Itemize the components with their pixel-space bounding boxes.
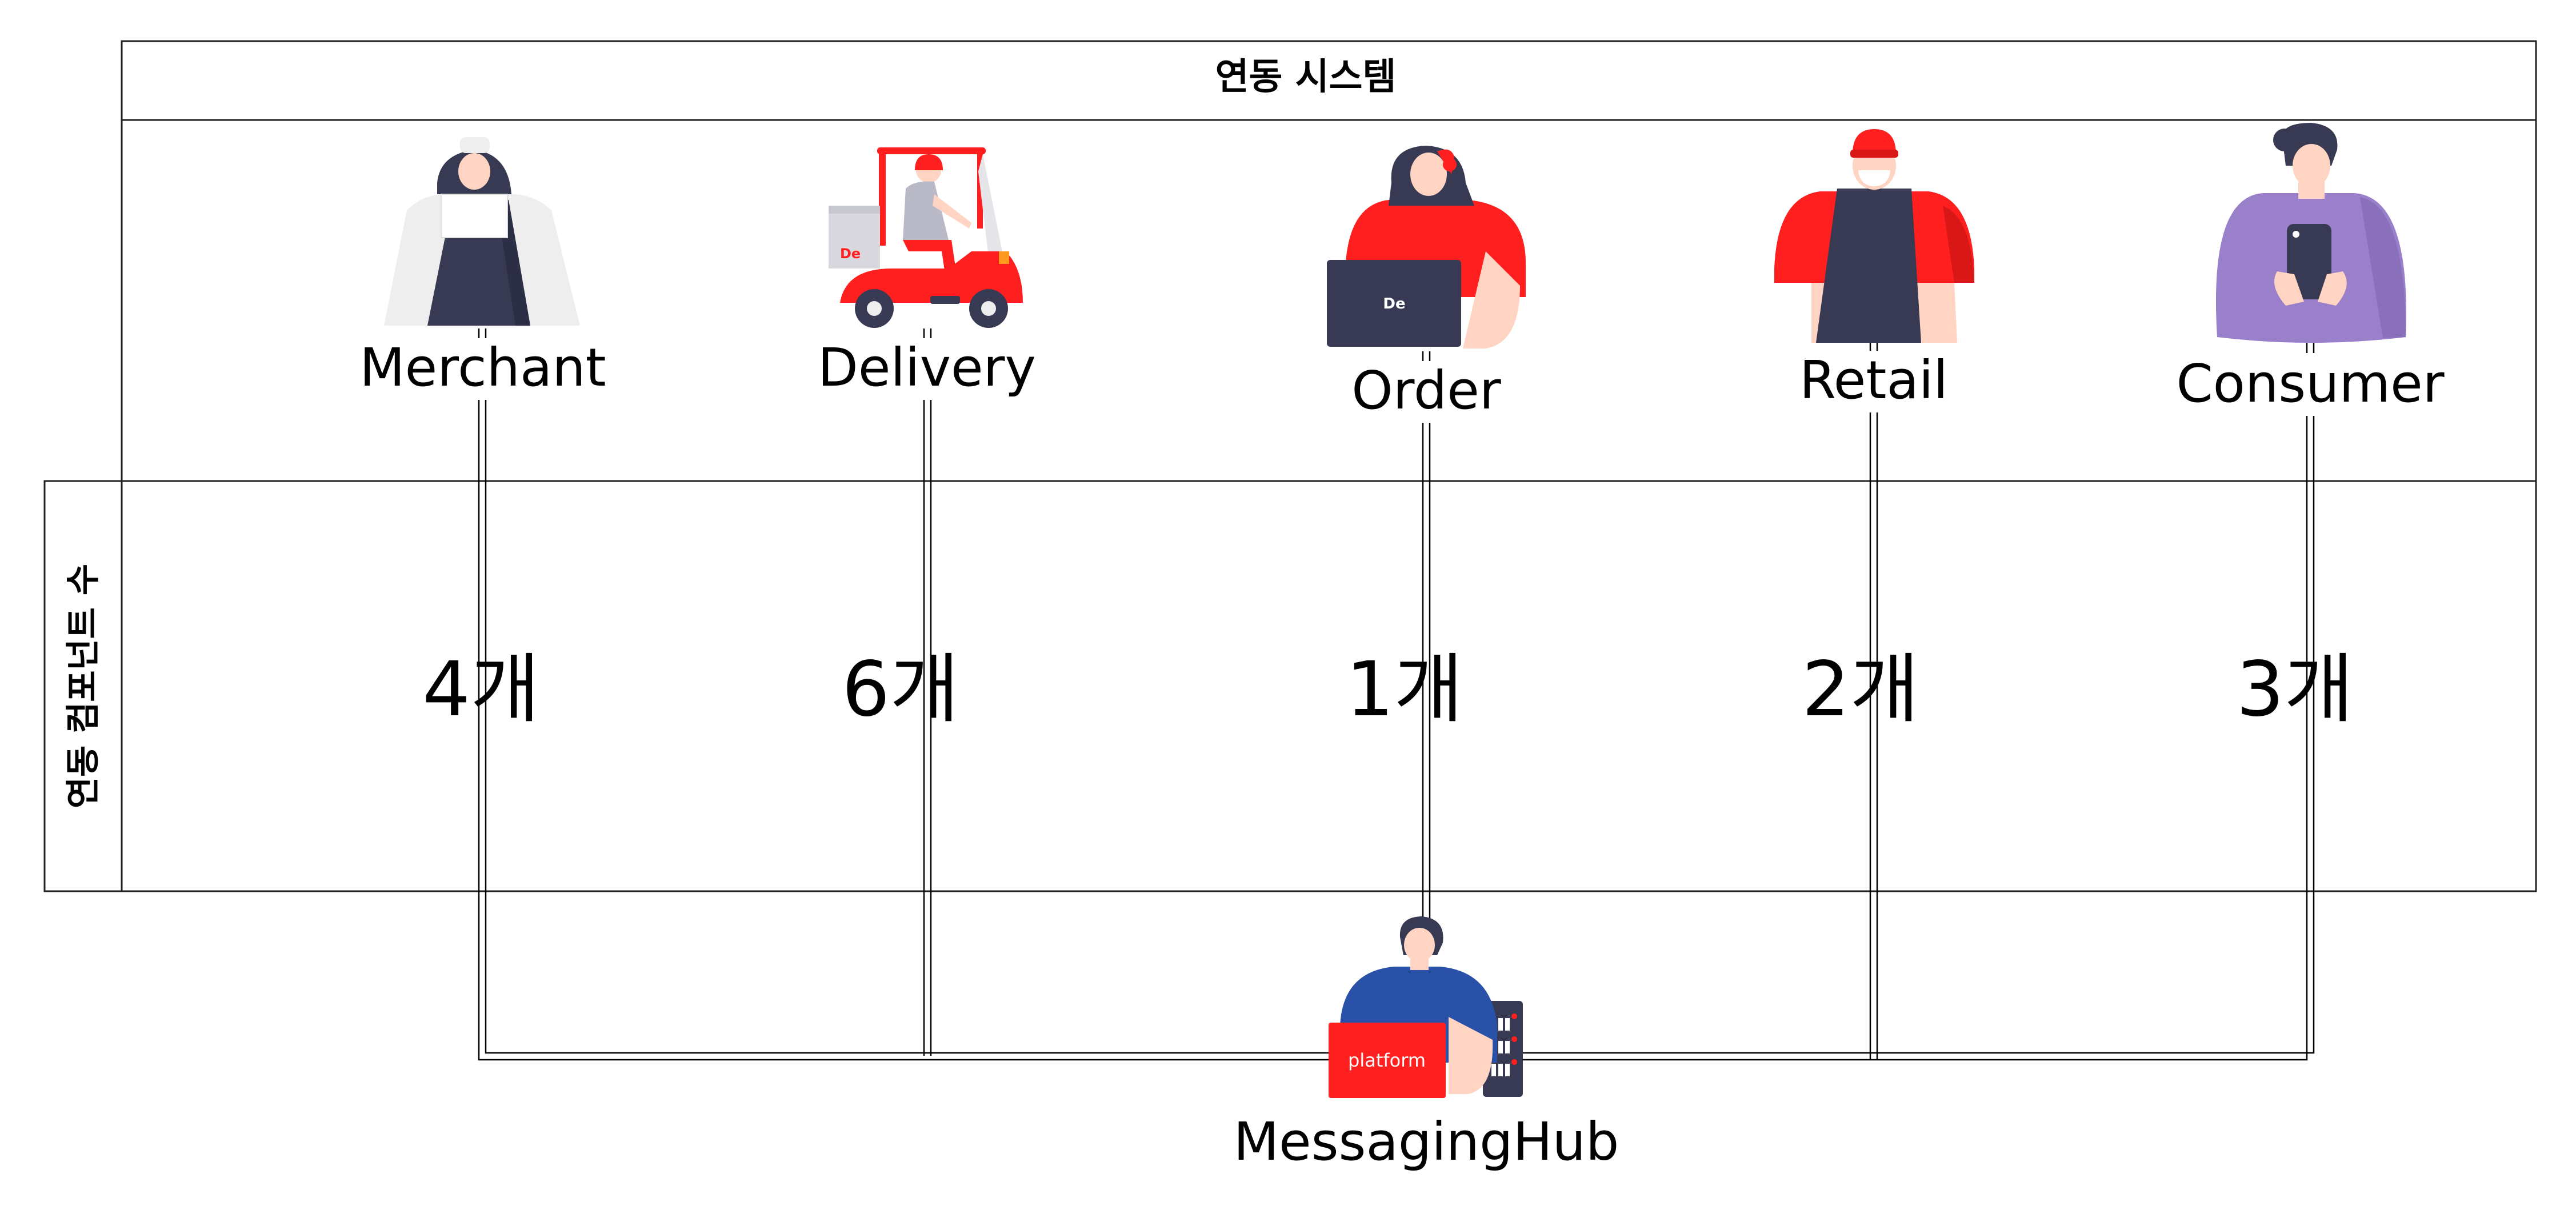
count-delivery: 6개 [842,646,959,734]
system-labels: Merchant Delivery Order Retail Consumer [359,337,2444,421]
count-retail: 2개 [1802,646,1919,734]
connector-retail [1869,342,1878,1060]
hub-platform-badge: platform [1348,1049,1426,1071]
connector-merchant [478,328,1343,1061]
order-laptop-badge: De [1383,295,1405,312]
table-frame [43,40,2537,892]
connector-lines [478,328,2315,1061]
hub-label: MessagingHub [1234,1111,1619,1172]
count-consumer: 3개 [2236,646,2353,734]
connector-consumer [1514,343,2315,1061]
consumer-phone-icon [2215,123,2406,343]
row-label: 연동 컴포넌트 수 [63,564,103,808]
messaging-hub-operator-icon: platform [1329,916,1523,1098]
system-label-merchant: Merchant [359,337,606,398]
delivery-scooter-icon: De [829,147,1023,328]
system-label-retail: Retail [1799,350,1948,411]
retail-worker-icon [1774,129,1974,343]
count-order: 1개 [1346,646,1463,734]
row-label-box [43,480,123,892]
system-label-consumer: Consumer [2176,353,2444,414]
delivery-box-badge: De [840,246,861,262]
order-operator-icon: De [1327,146,1526,348]
connector-order [1422,351,1431,925]
system-label-delivery: Delivery [818,337,1036,398]
connector-delivery [923,328,932,1056]
component-counts: 4개 6개 1개 2개 3개 [422,646,2353,734]
header-title: 연동 시스템 [1215,56,1397,98]
merchant-person-icon [384,137,580,326]
system-label-order: Order [1351,360,1501,421]
count-merchant: 4개 [422,646,539,734]
